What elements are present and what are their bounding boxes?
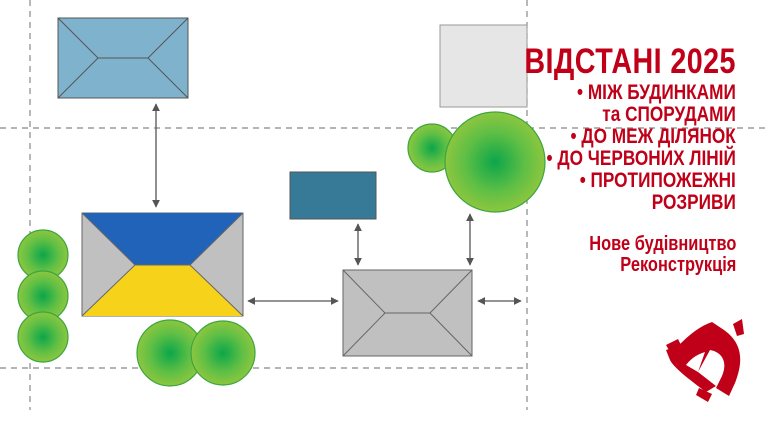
building-ukraine xyxy=(81,212,244,317)
subtitle-line: Нове будівництво xyxy=(588,233,736,255)
list-item: • ПРОТИПОЖЕЖНІ xyxy=(579,169,736,192)
building-grey xyxy=(342,269,473,357)
list-item: • ДО МЕЖ ДІЛЯНОК xyxy=(570,125,736,148)
list-item: та СПОРУДАМИ xyxy=(602,103,736,126)
list-item: РОЗРИВИ xyxy=(651,191,736,214)
distance-arrows xyxy=(152,103,522,305)
subtitle-line: Реконструкція xyxy=(619,254,736,276)
trees xyxy=(17,111,546,387)
logo-icon xyxy=(666,319,744,402)
tree xyxy=(444,111,546,213)
building-light-grey xyxy=(439,24,528,108)
tree xyxy=(17,311,69,363)
tree xyxy=(190,320,256,386)
building-teal xyxy=(289,171,377,220)
title: ВІДСТАНІ 2025 xyxy=(524,42,736,81)
list-item: • МІЖ БУДИНКАМИ xyxy=(577,81,736,104)
list-item: • ДО ЧЕРВОНИХ ЛІНІЙ xyxy=(546,147,736,170)
subtitle: Нове будівництво Реконструкція xyxy=(589,234,736,276)
topics-list: • МІЖ БУДИНКАМИ та СПОРУДАМИ • ДО МЕЖ ДІ… xyxy=(547,82,736,214)
building-top xyxy=(57,17,189,99)
